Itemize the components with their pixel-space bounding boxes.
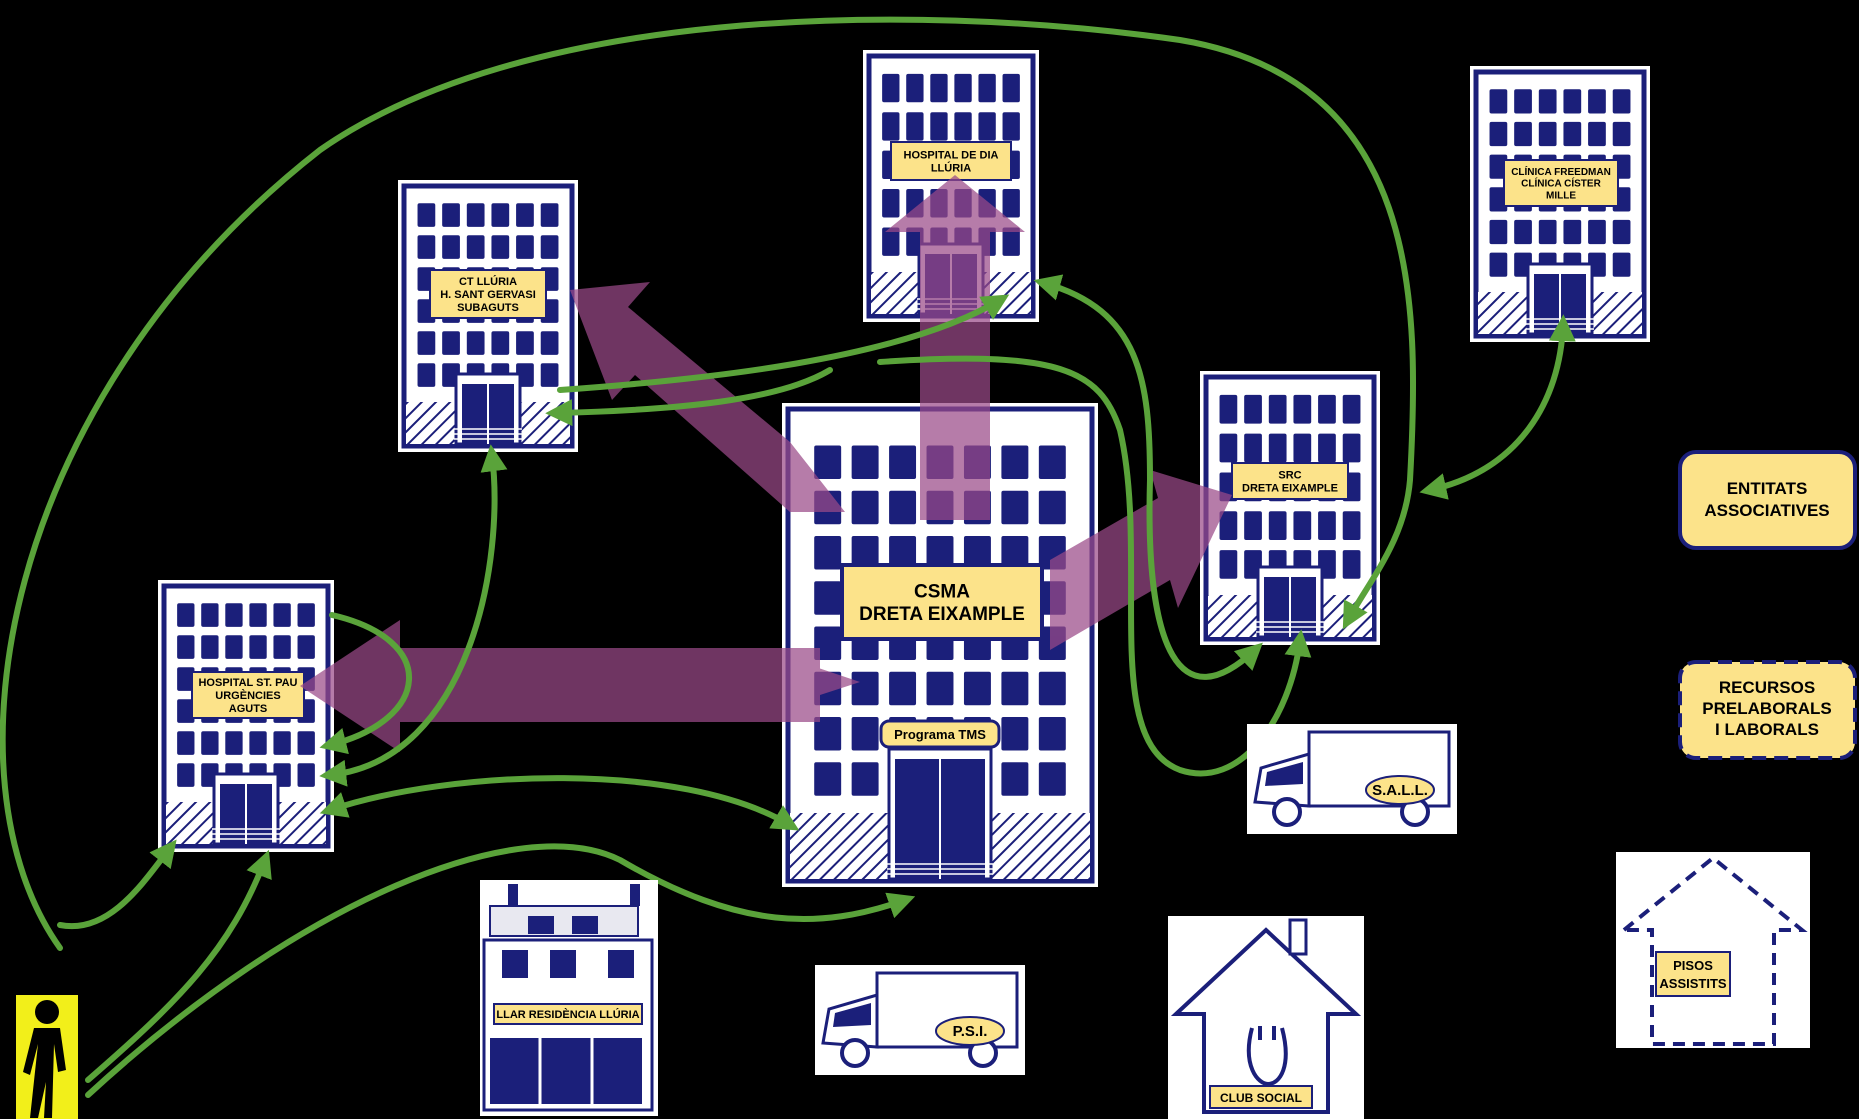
ct_lluria-label-2: H. SANT GERVASI	[440, 289, 536, 301]
psi-label: P.S.I.	[953, 1023, 988, 1040]
hospital_pau-label-3: AGUTS	[229, 703, 268, 715]
sall-label: S.A.L.L.	[1372, 782, 1428, 799]
green-arrow-pau-self	[319, 612, 412, 755]
green-arrow-big-loop	[0, 16, 1417, 951]
sall-truck: S.A.L.L.	[1247, 724, 1457, 834]
entitats-label-1: ENTITATS	[1727, 479, 1808, 498]
patient-figure	[16, 995, 78, 1119]
csma-label-1: CSMA	[914, 582, 970, 603]
clinica-label-2: CLÍNICA CÍSTER	[1521, 177, 1601, 190]
llar-residencia-building: LLAR RESIDÈNCIA LLÚRIA	[480, 880, 658, 1116]
hospital_dia-label-1: HOSPITAL DE DIA	[904, 149, 999, 161]
src-label-2: DRETA EIXAMPLE	[1242, 482, 1338, 494]
club-social-house: CLUB SOCIAL	[1168, 916, 1364, 1119]
purple-arrow-to-ct	[570, 282, 845, 512]
ct_lluria-label-3: SUBAGUTS	[457, 302, 519, 314]
recursos-label-2: PRELABORALS	[1702, 699, 1831, 718]
purple-arrow-to-hospital-dia	[885, 175, 1025, 520]
green-arrow-clinica	[1419, 314, 1576, 500]
green-arrow-patient-pau2	[57, 839, 177, 930]
pisos-label-2: ASSISTITS	[1659, 976, 1727, 991]
green-arrow-dia-src	[1033, 274, 1263, 680]
clinica-label-3: MILLE	[1546, 190, 1576, 201]
recursos-label-3: I LABORALS	[1715, 720, 1819, 739]
csma-label-2: DRETA EIXAMPLE	[859, 604, 1025, 625]
hospital_pau-label-2: URGÈNCIES	[215, 689, 280, 702]
green-flow-arrows	[0, 16, 1576, 1098]
club-social-label: CLUB SOCIAL	[1220, 1091, 1302, 1105]
recursos-laborals-box: RECURSOS PRELABORALS I LABORALS	[1678, 660, 1857, 760]
purple-arrow-to-csma	[780, 655, 860, 708]
pisos-assistits-house: PISOS ASSISTITS	[1616, 852, 1810, 1048]
residencia-label: LLAR RESIDÈNCIA LLÚRIA	[496, 1008, 639, 1021]
green-arrow-ct-dia-1	[557, 294, 1010, 393]
smile-icon	[1246, 1027, 1288, 1087]
green-arrow-pau-ct	[319, 444, 508, 787]
green-arrow-ct-dia-2	[545, 367, 833, 427]
psi-truck: P.S.I.	[815, 965, 1025, 1075]
hospital_dia-label-2: LLÚRIA	[931, 161, 971, 174]
hospital_pau-label-1: HOSPITAL ST. PAU	[198, 677, 297, 689]
green-arrow-pau-csma	[319, 775, 800, 831]
purple-arrow-to-pau	[300, 620, 820, 752]
entitats-associatives-box: ENTITATS ASSOCIATIVES	[1678, 450, 1857, 550]
ct_lluria-label-1: CT LLÚRIA	[459, 275, 517, 288]
programa-tms-label: Programa TMS	[894, 727, 986, 742]
clinica-label-1: CLÍNICA FREEDMAN	[1511, 165, 1611, 178]
green-arrow-patient-pau	[85, 849, 272, 1083]
green-arrow-patient-csma	[85, 843, 916, 1098]
src-label-1: SRC	[1278, 469, 1301, 481]
recursos-label-1: RECURSOS	[1719, 678, 1815, 697]
pisos-label-1: PISOS	[1673, 958, 1713, 973]
entitats-label-2: ASSOCIATIVES	[1704, 501, 1829, 520]
